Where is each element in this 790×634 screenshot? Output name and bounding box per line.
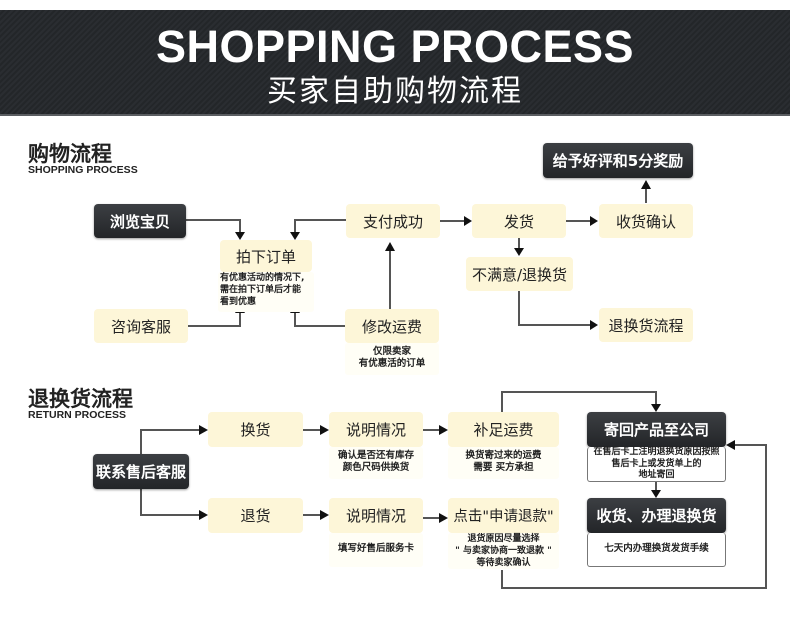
node-exchange: 换货 bbox=[208, 412, 303, 447]
node-consult: 咨询客服 bbox=[94, 309, 188, 343]
connector-browse-to-order bbox=[185, 219, 241, 233]
arrowhead-icon bbox=[651, 490, 661, 498]
arrowhead-icon bbox=[235, 232, 245, 240]
node-review-reward: 给予好评和5分奖励 bbox=[543, 143, 693, 178]
arrowhead-icon bbox=[290, 232, 300, 240]
connector-consult-to-order bbox=[188, 312, 241, 327]
note-receive-process: 七天内办理换货发货手续 bbox=[587, 533, 726, 567]
arrowhead-icon bbox=[199, 425, 208, 435]
node-modify-shipping: 修改运费 bbox=[345, 309, 439, 343]
node-apply-refund: 点击"申请退款" bbox=[448, 498, 559, 533]
shopping-section-subtitle: SHOPPING PROCESS bbox=[28, 164, 138, 176]
banner-subtitle: 买家自助购物流程 bbox=[267, 74, 523, 109]
node-return: 退货 bbox=[208, 498, 303, 533]
arrowhead-icon bbox=[439, 513, 448, 523]
note-pay-shipping: 换货寄过来的运费 需要 买方承担 bbox=[448, 447, 559, 479]
arrowhead-icon bbox=[199, 510, 208, 520]
node-return-flow: 退换货流程 bbox=[599, 308, 693, 342]
arrowhead-icon bbox=[439, 425, 448, 435]
node-send-back: 寄回产品至公司 bbox=[587, 412, 726, 447]
note-modify-shipping: 仅限卖家 有优惠活的订单 bbox=[345, 343, 439, 375]
arrowhead-icon bbox=[641, 180, 651, 189]
arrowhead-icon bbox=[385, 242, 395, 251]
node-place-order: 拍下订单 bbox=[220, 240, 312, 272]
connector-contact-to-return bbox=[140, 488, 200, 516]
connector-pay-to-order bbox=[294, 219, 347, 233]
node-pay-shipping: 补足运费 bbox=[448, 412, 559, 447]
connector-modify-to-order bbox=[294, 312, 347, 327]
node-contact-service: 联系售后客服 bbox=[93, 454, 189, 489]
shopping-section-title: 购物流程 bbox=[28, 142, 112, 166]
arrowhead-icon bbox=[320, 425, 329, 435]
arrowhead-icon bbox=[590, 320, 598, 330]
note-apply-refund: 退货原因尽量选择 " 与卖家协商一致退款 " 等待卖家确认 bbox=[448, 533, 559, 569]
connector-unsatisfied-to-return bbox=[518, 291, 591, 326]
note-explain-exchange: 确认是否还有库存 颜色尺码供换货 bbox=[329, 447, 423, 479]
node-explain-return: 说明情况 bbox=[329, 498, 423, 533]
node-explain-exchange: 说明情况 bbox=[329, 412, 423, 447]
node-receive-process: 收货、办理退换货 bbox=[587, 498, 726, 533]
node-browse: 浏览宝贝 bbox=[94, 204, 186, 238]
arrowhead-icon bbox=[726, 440, 735, 450]
note-explain-return: 填写好售后服务卡 bbox=[329, 533, 423, 567]
node-unsatisfied: 不满意/退换货 bbox=[466, 257, 573, 291]
note-place-order: 有优惠活动的情况下, 需在拍下订单后才能 看到优惠 bbox=[218, 272, 314, 312]
connector-refund-to-sendback bbox=[501, 444, 767, 589]
banner-title: SHOPPING PROCESS bbox=[155, 21, 635, 72]
returns-section-subtitle: RETURN PROCESS bbox=[28, 409, 127, 421]
node-confirm-receipt: 收货确认 bbox=[599, 204, 693, 238]
note-send-back: 在售后卡上注明退换货原因按照 售后卡上或发货单上的 地址寄回 bbox=[587, 447, 726, 482]
arrowhead-icon bbox=[651, 404, 661, 412]
header-banner: SHOPPING PROCESS 买家自助购物流程 bbox=[0, 10, 790, 116]
node-ship: 发货 bbox=[472, 204, 566, 238]
arrowhead-icon bbox=[464, 216, 472, 226]
connector-contact-to-exchange bbox=[140, 429, 200, 455]
arrowhead-icon bbox=[514, 248, 524, 256]
connector-shipping-to-sendback bbox=[501, 391, 657, 412]
arrowhead-icon bbox=[590, 216, 598, 226]
returns-section-title: 退换货流程 bbox=[28, 387, 133, 411]
arrowhead-icon bbox=[320, 510, 329, 520]
node-pay-success: 支付成功 bbox=[346, 204, 440, 238]
